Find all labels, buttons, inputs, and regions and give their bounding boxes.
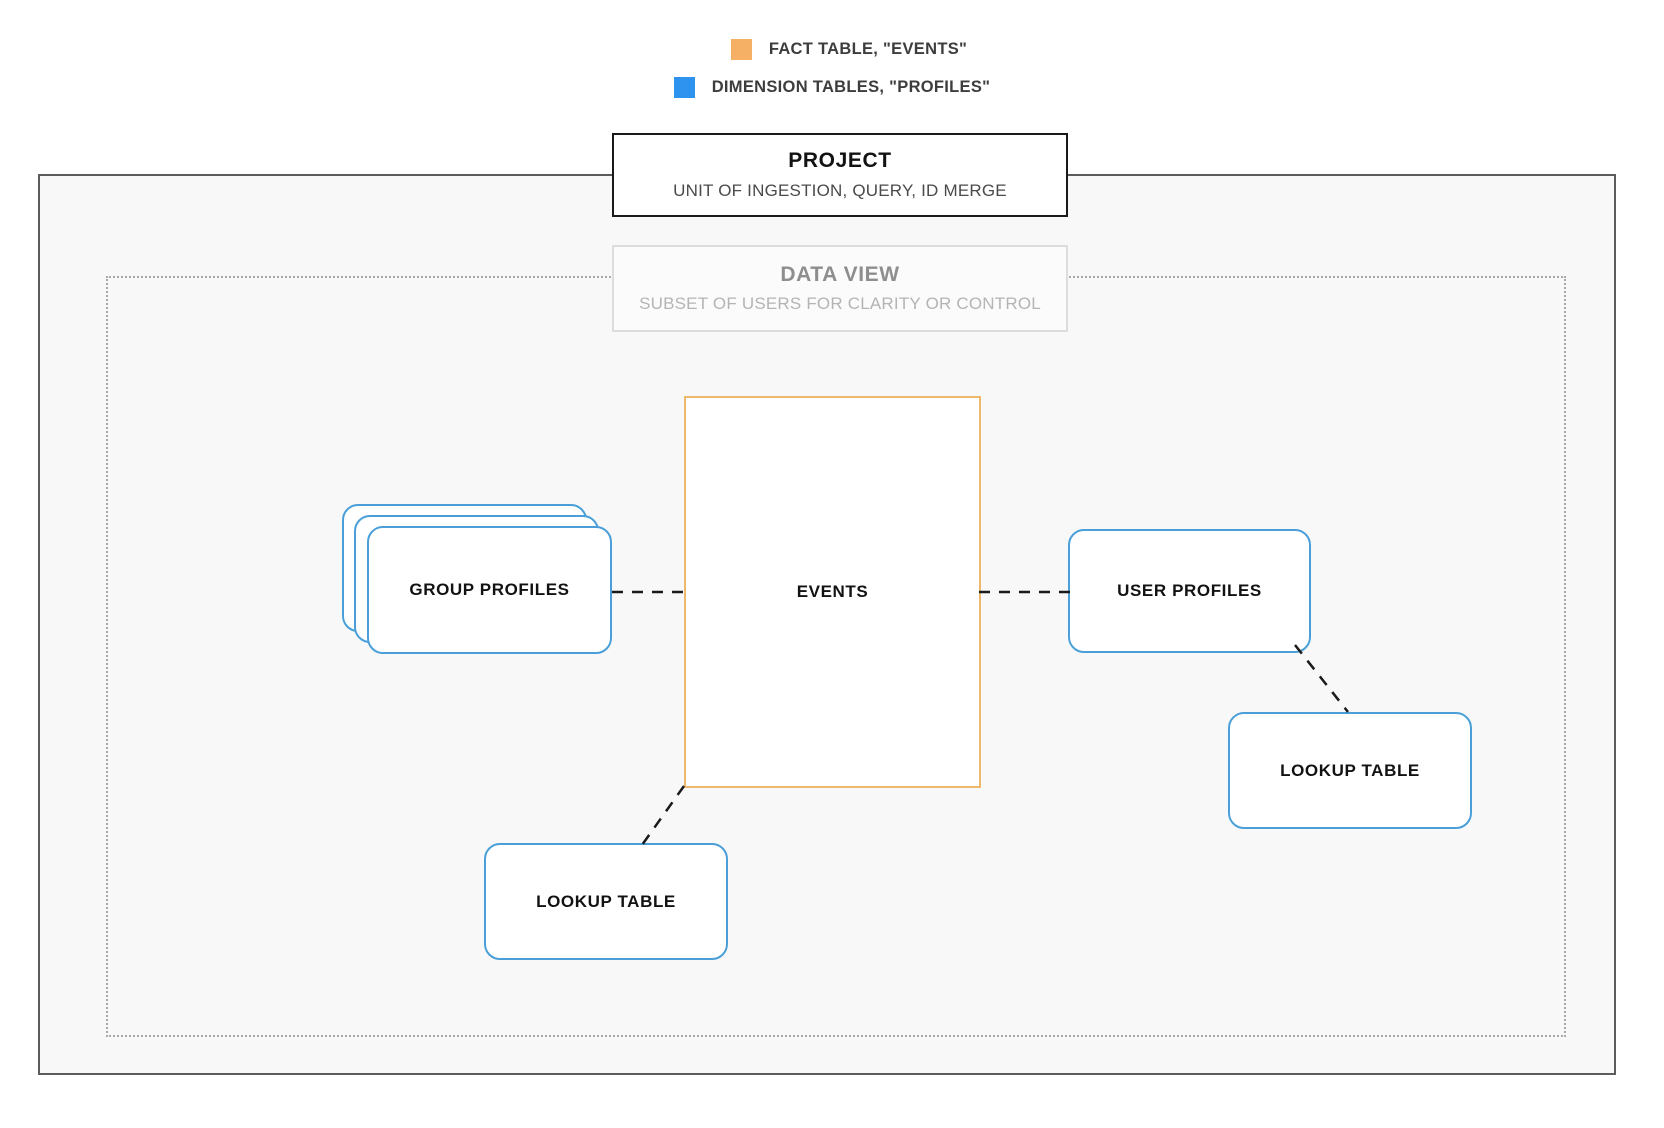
- node-group-profiles[interactable]: GROUP PROFILES: [342, 504, 612, 654]
- node-user-profiles[interactable]: USER PROFILES: [1068, 529, 1311, 653]
- dimension-table-swatch: [673, 76, 695, 98]
- node-user-profiles-label: USER PROFILES: [1117, 581, 1262, 600]
- node-lookup-table-right-label: LOOKUP TABLE: [1280, 760, 1420, 780]
- node-events[interactable]: EVENTS: [684, 396, 981, 788]
- data-view-title: DATA VIEW: [780, 262, 900, 286]
- data-view-subtitle: SUBSET OF USERS FOR CLARITY OR CONTROL: [639, 294, 1041, 314]
- data-view-header-box: DATA VIEW SUBSET OF USERS FOR CLARITY OR…: [612, 245, 1068, 332]
- node-events-label: EVENTS: [796, 582, 869, 601]
- project-header-box: PROJECT UNIT OF INGESTION, QUERY, ID MER…: [612, 133, 1068, 217]
- legend-item-dimension-tables: DIMENSION TABLES, "PROFILES": [0, 68, 1664, 106]
- project-subtitle: UNIT OF INGESTION, QUERY, ID MERGE: [673, 180, 1007, 200]
- fact-table-swatch: [730, 38, 752, 60]
- legend-label-dimension-tables: DIMENSION TABLES, "PROFILES": [711, 77, 991, 96]
- legend-item-fact-table: FACT TABLE, "EVENTS": [0, 30, 1664, 68]
- group-profiles-stack-card-front[interactable]: GROUP PROFILES: [367, 526, 612, 654]
- node-lookup-table-left[interactable]: LOOKUP TABLE: [484, 843, 728, 960]
- legend: FACT TABLE, "EVENTS" DIMENSION TABLES, "…: [0, 30, 1664, 106]
- project-title: PROJECT: [788, 149, 892, 173]
- node-group-profiles-label: GROUP PROFILES: [409, 580, 570, 599]
- node-lookup-table-left-label: LOOKUP TABLE: [536, 891, 676, 911]
- node-lookup-table-right[interactable]: LOOKUP TABLE: [1228, 712, 1472, 829]
- legend-label-fact-table: FACT TABLE, "EVENTS": [768, 39, 968, 58]
